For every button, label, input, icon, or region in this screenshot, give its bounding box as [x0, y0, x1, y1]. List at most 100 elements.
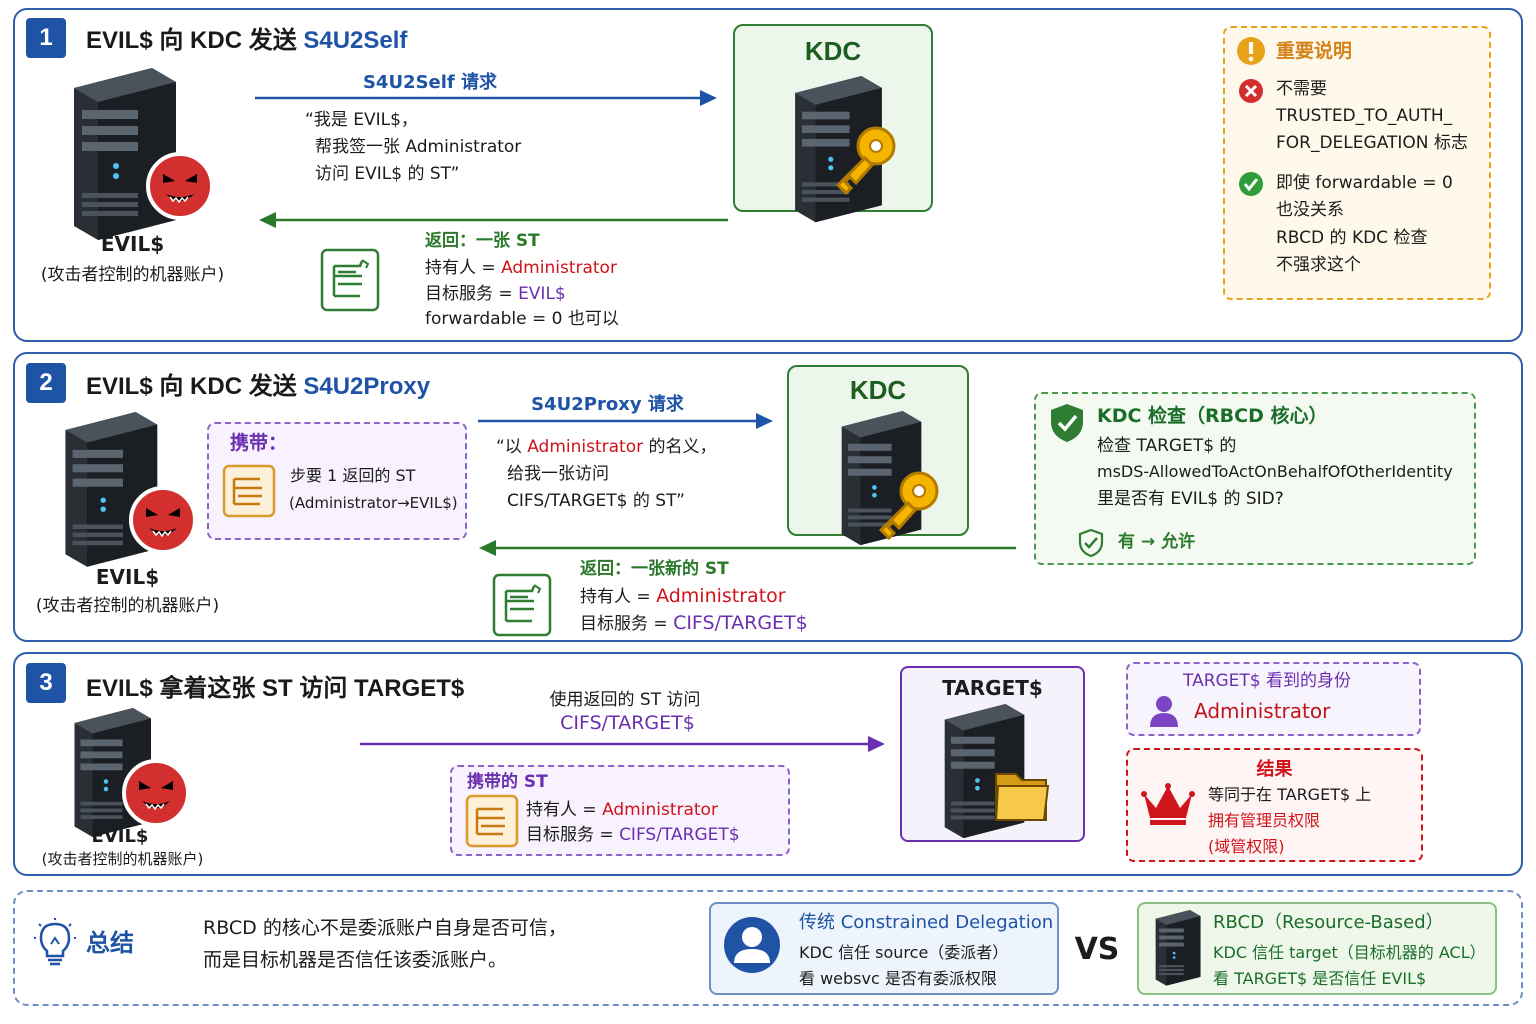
note-item1-line3: FOR_DELEGATION 标志 — [1276, 133, 1468, 153]
note-item1-line2: TRUSTED_TO_AUTH_ — [1276, 106, 1453, 126]
return-arrow-2 — [479, 540, 1016, 556]
traditional-line2: 看 websvc 是否有委派权限 — [799, 969, 997, 988]
kdc-name-2: KDC — [849, 375, 907, 405]
check-line2: msDS-AllowedToActOnBehalfOfOtherIdentity — [1097, 462, 1453, 481]
evil-desc-2: (攻击者控制的机器账户) — [35, 596, 220, 616]
note-item1-line1: 不需要 — [1276, 79, 1327, 99]
access-arrow-3 — [360, 736, 885, 752]
rbcd-server-icon — [1155, 910, 1201, 986]
return-arrow-1 — [259, 212, 728, 228]
evil-name-3: EVIL$ — [91, 826, 149, 847]
carry3-holder-value: Administrator — [602, 800, 718, 820]
carry3-service-label: 目标服务 = — [526, 825, 620, 845]
kdc-box-1: KDC — [733, 24, 933, 223]
evil-name-1: EVIL$ — [100, 232, 165, 256]
lightbulb-icon — [34, 918, 76, 966]
request-line-3: 访问 EVIL$ 的 ST” — [315, 164, 460, 184]
summary-line2: 而是目标机器是否信任该委派账户。 — [203, 949, 508, 971]
note-item2-line1: 即使 forwardable = 0 — [1276, 173, 1453, 193]
step1-title-prefix: EVIL$ 向 KDC 发送 — [86, 27, 304, 54]
s4u2proxy-request-label: S4U2Proxy 请求 — [531, 394, 684, 415]
carry-line1-2: 步要 1 返回的 ST — [290, 466, 416, 485]
identity-title: TARGET$ 看到的身份 — [1183, 671, 1352, 691]
request2-admin: Administrator — [527, 437, 644, 457]
result-title: 结果 — [1256, 759, 1293, 780]
return-service-2: 目标服务 = CIFS/TARGET$ — [580, 610, 808, 637]
evil-face-icon — [129, 486, 197, 554]
shield-check-icon — [1078, 528, 1104, 558]
holder-label-2: 持有人 = — [580, 587, 657, 607]
result-line1: 等同于在 TARGET$ 上 — [1208, 785, 1372, 804]
return-holder-1: 持有人 = Administrator — [425, 255, 617, 281]
request2-line2: 给我一张访问 — [507, 464, 609, 484]
kdc-server-2 — [841, 411, 939, 546]
step1-title-highlight: S4U2Self — [303, 27, 408, 54]
kdc-box-2: KDC — [787, 365, 969, 546]
kdc-name-1: KDC — [804, 36, 862, 66]
traditional-title: 传统 Constrained Delegation — [799, 912, 1054, 933]
carry-line2-2: (Administrator→EVIL$) — [289, 494, 458, 512]
warning-icon — [1237, 37, 1265, 65]
traditional-line1: KDC 信任 source（委派者） — [799, 943, 1009, 962]
service-label-2: 目标服务 = — [580, 614, 674, 634]
request2-line3: CIFS/TARGET$ 的 ST” — [507, 491, 685, 511]
rbcd-line2: 看 TARGET$ 是否信任 EVIL$ — [1213, 969, 1427, 988]
request2-line1: “以 Administrator 的名义， — [496, 434, 717, 460]
evil-face-icon — [122, 759, 190, 827]
important-note-box — [1223, 26, 1491, 300]
evil-face-icon — [146, 152, 214, 220]
ticket-icon-1 — [320, 248, 380, 312]
holder-value-2: Administrator — [656, 585, 786, 607]
carry3-holder-label: 持有人 = — [526, 800, 603, 820]
note-item2-line2: 也没关系 — [1276, 200, 1344, 220]
note-item2-line4: 不强求这个 — [1276, 255, 1361, 275]
check-icon — [1239, 172, 1263, 196]
evil-server-1 — [74, 68, 214, 240]
kdc-server-1 — [795, 76, 896, 223]
ticket-icon-2 — [492, 573, 552, 637]
holder-value-1: Administrator — [501, 258, 617, 278]
note-item2-line3: RBCD 的 KDC 检查 — [1276, 228, 1428, 248]
step2-title: EVIL$ 向 KDC 发送 S4U2Proxy — [86, 366, 430, 401]
result-line2: 拥有管理员权限 — [1208, 811, 1321, 830]
step3-number: 3 — [26, 663, 66, 703]
step2-title-prefix: EVIL$ 向 KDC 发送 — [86, 373, 304, 400]
carry-title-2: 携带： — [230, 432, 288, 454]
service-label-1: 目标服务 = — [425, 284, 519, 304]
return-holder-2: 持有人 = Administrator — [580, 583, 786, 610]
request2-post: 的名义， — [643, 437, 717, 457]
summary-label: 总结 — [86, 929, 134, 957]
vs-label: VS — [1074, 932, 1120, 967]
return-forwardable-1: forwardable = 0 也可以 — [425, 309, 619, 329]
folder-icon — [994, 773, 1050, 821]
s4u2self-request-label: S4U2Self 请求 — [362, 72, 498, 93]
target-server — [944, 704, 1050, 839]
user-icon — [1150, 696, 1178, 727]
check-line1: 检查 TARGET$ 的 — [1097, 436, 1237, 456]
cross-icon — [1239, 79, 1263, 103]
service-value-1: EVIL$ — [518, 284, 566, 304]
kdc-check-box — [1034, 392, 1476, 565]
carry3-service: 目标服务 = CIFS/TARGET$ — [526, 822, 740, 848]
holder-label-1: 持有人 = — [425, 258, 502, 278]
carry-title-3: 携带的 ST — [467, 772, 548, 792]
evil-server-2 — [65, 412, 197, 567]
request-line-2: 帮我签一张 Administrator — [315, 137, 522, 157]
request-arrow-2 — [478, 413, 773, 429]
carry3-service-value: CIFS/TARGET$ — [619, 825, 740, 845]
result-line3: (域管权限) — [1208, 837, 1285, 856]
person-icon — [724, 917, 780, 973]
evil-desc-1: (攻击者控制的机器账户) — [40, 265, 225, 285]
ticket-icon-carry-2 — [222, 464, 276, 518]
note-title: 重要说明 — [1276, 40, 1353, 62]
step2-title-highlight: S4U2Proxy — [303, 373, 431, 400]
identity-value: Administrator — [1194, 699, 1331, 723]
check-result: 有 → 允许 — [1118, 532, 1196, 552]
step1-title: EVIL$ 向 KDC 发送 S4U2Self — [86, 20, 407, 55]
request-arrow-1 — [255, 90, 717, 106]
return-service-1: 目标服务 = EVIL$ — [425, 281, 566, 307]
check-title: KDC 检查（RBCD 核心） — [1097, 405, 1328, 427]
target-name: TARGET$ — [942, 676, 1043, 700]
evil-desc-3: (攻击者控制的机器账户) — [41, 850, 204, 868]
evil-server-3 — [74, 708, 190, 837]
